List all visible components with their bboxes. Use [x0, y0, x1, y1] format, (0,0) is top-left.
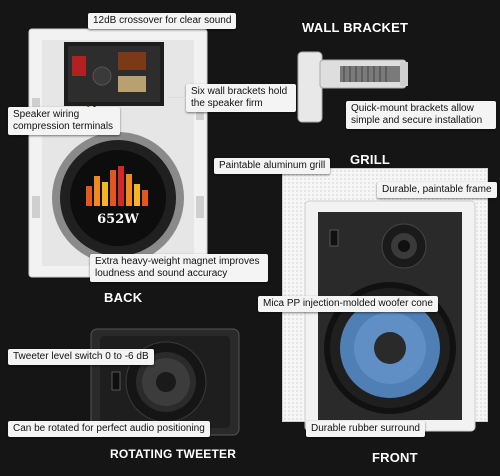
- callout-frame: Durable, paintable frame: [377, 182, 497, 198]
- section-title-rotating-tweeter: ROTATING TWEETER: [110, 447, 237, 461]
- callout-wiring: Speaker wiring compression terminals: [8, 107, 120, 135]
- callout-magnet: Extra heavy-weight magnet improves loudn…: [90, 254, 268, 282]
- section-title-wall-bracket: WALL BRACKET: [302, 20, 409, 35]
- callout-tweeter-level: Tweeter level switch 0 to -6 dB: [8, 349, 154, 365]
- wall-bracket-illustration: [296, 42, 416, 128]
- magnet-wattage: 652W: [97, 212, 139, 227]
- magnet-badge: [78, 162, 158, 238]
- callout-quick-mount: Quick-mount brackets allow simple and se…: [346, 101, 496, 129]
- callout-wall-brackets-hold: Six wall brackets hold the speaker firm: [186, 84, 296, 112]
- section-title-front: FRONT: [372, 450, 418, 465]
- section-title-back: BACK: [104, 290, 143, 305]
- rotating-tweeter-illustration: [90, 328, 240, 436]
- callout-crossover: 12dB crossover for clear sound: [88, 13, 237, 29]
- callout-rotated: Can be rotated for perfect audio positio…: [8, 421, 210, 437]
- section-title-grill: GRILL: [350, 152, 390, 167]
- callout-surround: Durable rubber surround: [306, 421, 425, 437]
- callout-woofer-cone: Mica PP injection-molded woofer cone: [258, 296, 438, 312]
- callout-line-brackets: [168, 97, 186, 98]
- callout-aluminum-grill: Paintable aluminum grill: [214, 158, 331, 174]
- equalizer-icon: [86, 166, 148, 206]
- speaker-front: [304, 200, 476, 432]
- speaker-back-frame: [28, 28, 208, 278]
